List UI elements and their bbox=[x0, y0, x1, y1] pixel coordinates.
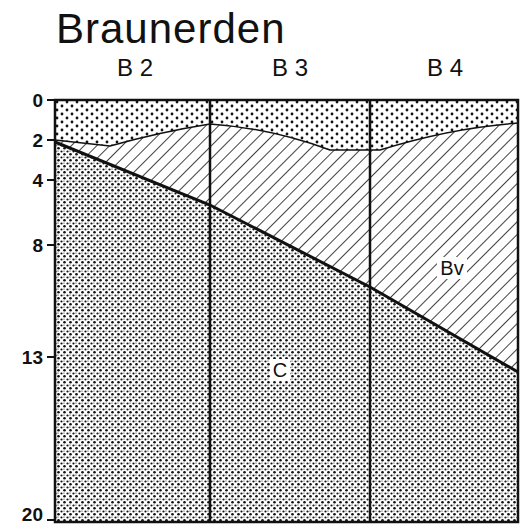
horizon-label: Bv bbox=[437, 257, 466, 279]
depth-label: 2 bbox=[32, 131, 43, 150]
depth-label: 8 bbox=[32, 236, 43, 255]
frame bbox=[55, 100, 518, 522]
column-divider bbox=[209, 100, 212, 522]
column-divider bbox=[369, 100, 372, 522]
horizon-boundary bbox=[55, 123, 518, 150]
column-label: B 4 bbox=[427, 56, 463, 80]
depth-label: 4 bbox=[32, 171, 43, 190]
depth-label: 20 bbox=[22, 505, 43, 524]
depth-label: 0 bbox=[32, 91, 43, 110]
diagram-title: Braunerden bbox=[56, 8, 286, 50]
column-label: B 3 bbox=[272, 56, 308, 80]
depth-label: 13 bbox=[22, 348, 43, 367]
horizon-label: C bbox=[270, 359, 290, 381]
c-horizon bbox=[55, 142, 518, 522]
axis-ticks bbox=[47, 100, 55, 520]
column-label: B 2 bbox=[117, 56, 153, 80]
horizon-boundary bbox=[55, 142, 518, 372]
